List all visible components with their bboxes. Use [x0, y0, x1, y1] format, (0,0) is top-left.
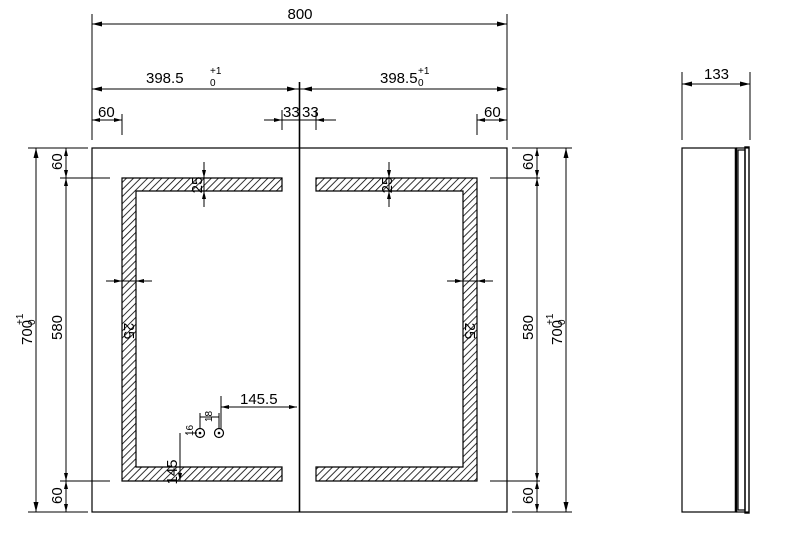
- right-top-inset-label: 60: [520, 153, 537, 170]
- dim-right-verticals: 60 580 60 700 +1 0: [490, 147, 572, 513]
- right-h-tol-lower: 0: [557, 319, 568, 325]
- center-gap-left-label: 33: [283, 104, 300, 121]
- switch-spacing-a-label: 16: [185, 424, 196, 436]
- left-door-width-label: 398.5: [146, 70, 184, 87]
- dim-strip-top-right: 25: [379, 162, 396, 207]
- left-tol-upper: +1: [210, 66, 222, 77]
- right-overall-height-label: 700: [549, 320, 566, 345]
- left-h-tol-lower: 0: [27, 319, 38, 325]
- dim-center-gaps: 33 33: [264, 104, 336, 130]
- dim-strip-side-right: 25: [447, 279, 493, 339]
- switch-offset-x-label: 145.5: [240, 391, 278, 408]
- right-bottom-inset-label: 60: [520, 487, 537, 504]
- center-gap-right-label: 33: [302, 104, 319, 121]
- side-door: [737, 149, 746, 511]
- right-h-tol-upper: +1: [545, 313, 556, 325]
- left-top-inset-label: 60: [49, 153, 66, 170]
- left-bottom-inset-label: 60: [49, 487, 66, 504]
- depth-label: 133: [704, 66, 729, 83]
- dim-strip-top-left: 25: [189, 162, 206, 207]
- dim-switch-offset-y: 145: [164, 433, 182, 485]
- switch-offset-y-label: 145: [164, 459, 181, 484]
- left-light-height-label: 580: [49, 315, 66, 340]
- left-inset-label: 60: [98, 104, 115, 121]
- side-door-front: [744, 146, 750, 514]
- right-tol-upper: +1: [418, 66, 430, 77]
- strip-side-left-label: 25: [120, 323, 137, 340]
- dim-switch-offset-x: 145.5: [220, 391, 297, 430]
- dim-door-widths: 398.5 +1 0 398.5 +1 0: [92, 66, 507, 92]
- switch-spacing-b-label: 18: [204, 410, 215, 422]
- right-light-height-label: 580: [520, 315, 537, 340]
- dim-overall-width: 800: [91, 6, 508, 140]
- dim-right-inset: 60: [476, 104, 507, 135]
- switch-detail: 16 18: [185, 410, 225, 439]
- overall-width-label: 800: [287, 6, 312, 23]
- dim-depth: 133: [681, 66, 751, 140]
- side-view: 133: [681, 66, 751, 514]
- right-door-width-label: 398.5: [380, 70, 418, 87]
- strip-top-left-label: 25: [189, 177, 206, 194]
- side-body: [681, 147, 737, 513]
- front-view: 800 398.5 +1 0 398.5 +1 0 60: [15, 6, 572, 513]
- left-led-strip: [121, 177, 283, 482]
- right-inset-label: 60: [484, 104, 501, 121]
- dim-strip-side-left: 25: [106, 279, 152, 339]
- strip-top-right-label: 25: [379, 177, 396, 194]
- right-led-strip: [315, 177, 478, 482]
- strip-side-right-label: 25: [461, 323, 478, 340]
- left-h-tol-upper: +1: [15, 313, 26, 325]
- left-tol-lower: 0: [210, 78, 216, 89]
- right-tol-lower: 0: [418, 78, 424, 89]
- dim-left-verticals: 60 580 60 700 +1 0: [15, 147, 110, 513]
- left-overall-height-label: 700: [19, 320, 36, 345]
- dim-left-inset: 60: [92, 104, 123, 135]
